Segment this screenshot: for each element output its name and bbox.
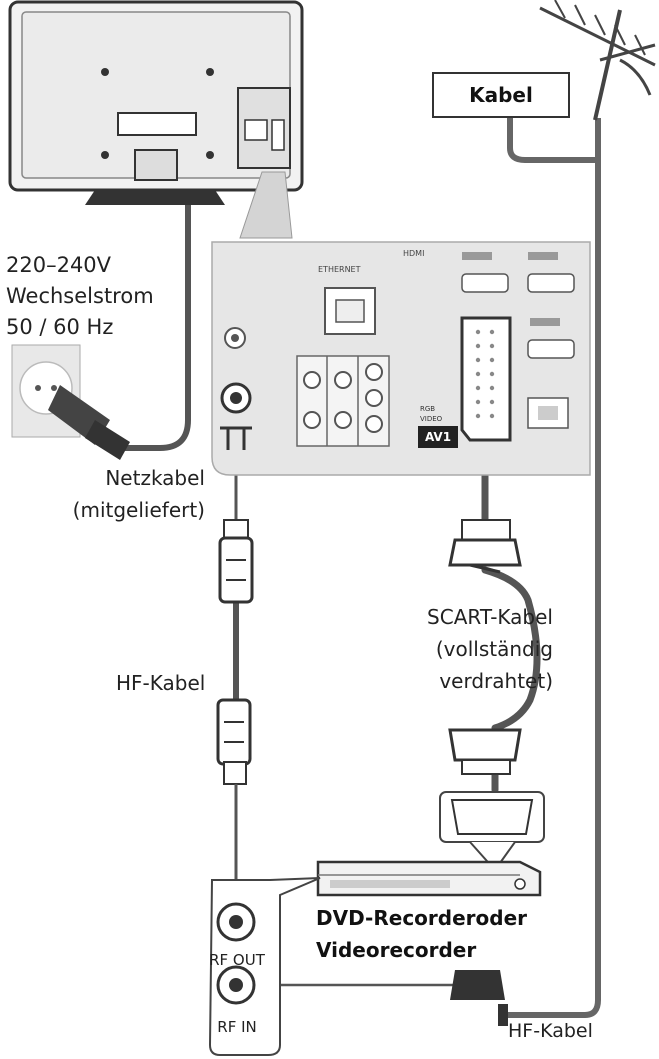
video-label: VIDEO — [420, 415, 443, 423]
cable-source-box — [432, 72, 570, 118]
coax-plug-bottom — [216, 698, 252, 895]
scart-plug-bottom — [448, 728, 522, 775]
scart-cable-label-3: verdrahtet) — [439, 669, 553, 693]
rf-in-label: RF IN — [217, 1018, 257, 1036]
rgb-label: RGB — [420, 405, 436, 413]
coax-plug-top — [218, 519, 254, 604]
scart-cable-label-2: (vollständig — [435, 637, 553, 661]
recorder-label-1: DVD-Recorderoder — [316, 906, 528, 930]
antenna-label: Kabel — [469, 83, 533, 107]
power-cable — [105, 145, 191, 451]
power-voltage-label: 220–240V — [6, 253, 112, 277]
rf-out-label: RF OUT — [209, 951, 265, 969]
scart-plug-top — [448, 519, 522, 574]
recorder-label-2: Videorecorder — [316, 938, 477, 962]
recorder-scart-callout — [439, 791, 545, 872]
antenna-icon — [539, 0, 656, 121]
ethernet-label: ETHERNET — [318, 265, 361, 274]
av1-label: AV1 — [424, 430, 452, 444]
tv-rear — [8, 0, 304, 205]
hf-cable-bottom-label: HF-Kabel — [508, 1020, 593, 1042]
hf-cable-top-label: HF-Kabel — [116, 671, 206, 695]
power-cable-label-2: (mitgeliefert) — [72, 498, 205, 522]
coax-plug-antenna — [450, 970, 508, 1026]
hdmi-label: HDMI — [403, 249, 425, 258]
scart-cable-label-1: SCART-Kabel — [427, 605, 553, 629]
power-plug-icon — [48, 385, 130, 460]
dvd-recorder — [316, 860, 542, 897]
connector-panel — [211, 241, 591, 476]
power-cable-label-1: Netzkabel — [105, 466, 205, 490]
power-current-label: Wechselstrom — [6, 284, 154, 308]
power-frequency-label: 50 / 60 Hz — [6, 315, 114, 339]
